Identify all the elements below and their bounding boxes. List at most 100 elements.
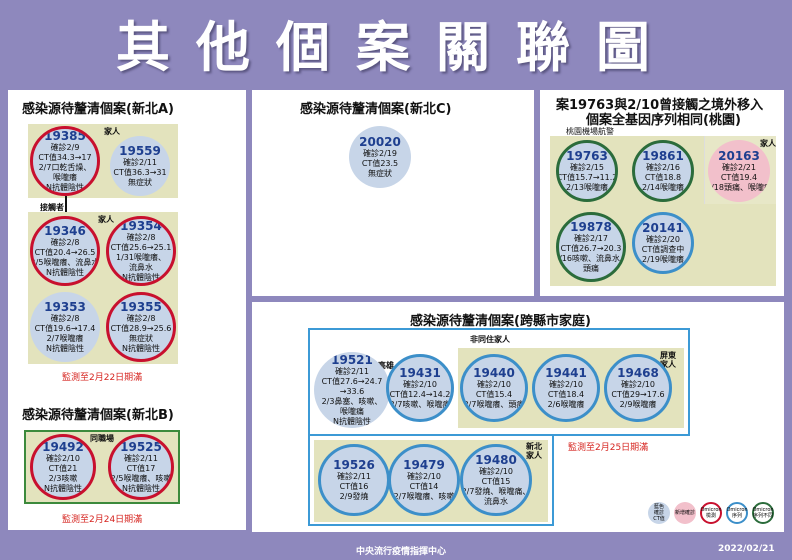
case-detail: 2/3咳嗽 bbox=[48, 474, 78, 483]
case-detail: 2/3鼻塞、咳嗽、 bbox=[321, 397, 383, 406]
case-detail: CT值調查中 bbox=[641, 245, 685, 254]
case-id: 19346 bbox=[44, 224, 86, 238]
case-detail: CT值17 bbox=[126, 464, 156, 473]
case-detail: N抗體陰性 bbox=[122, 344, 160, 353]
case-detail: 確診2/10 bbox=[403, 380, 437, 389]
case-detail: 確診2/11 bbox=[335, 367, 369, 376]
label-contact: 接觸者 bbox=[40, 203, 64, 212]
case-detail: CT值27.6→24.7 bbox=[321, 377, 383, 386]
case-detail: CT值20.4→26.5 bbox=[34, 248, 96, 257]
case-detail: 確診2/11 bbox=[123, 158, 157, 167]
case-id: 19354 bbox=[120, 219, 162, 233]
case-detail: 流鼻水 bbox=[484, 497, 508, 506]
label-family-2: 家人 bbox=[98, 215, 114, 224]
case-detail: 2/19喉嚨癢 bbox=[642, 255, 684, 264]
case-detail: CT值16 bbox=[339, 482, 369, 491]
case-detail: CT值19.4 bbox=[720, 173, 758, 182]
case-detail: 2/5喉嚨癢、咳嗽 bbox=[110, 474, 172, 483]
label-non-cohabiting: 非同住家人 bbox=[470, 335, 510, 344]
case-detail: 確診2/20 bbox=[646, 235, 680, 244]
legend-omicron-diff: Omicron 序列不同 bbox=[752, 502, 774, 524]
case-detail: 2/5喉嚨癢、流鼻水 bbox=[30, 258, 100, 267]
case-detail: 2/6喉嚨癢 bbox=[547, 400, 585, 409]
case-detail: 2/18頭痛、喉嚨癢 bbox=[708, 183, 770, 192]
case-id: 19431 bbox=[399, 366, 441, 380]
case-detail: N抗體陰性 bbox=[122, 273, 160, 282]
case-detail: 確診2/8 bbox=[126, 314, 156, 323]
case-id: 19861 bbox=[642, 149, 684, 163]
case-detail: 確診2/11 bbox=[124, 454, 158, 463]
case-detail: 確診2/11 bbox=[337, 472, 371, 481]
section-e-note: 監測至2月25日期滿 bbox=[568, 443, 649, 453]
case-id: 19440 bbox=[473, 366, 515, 380]
label-pingtung-family: 屏東 家人 bbox=[660, 351, 676, 369]
section-e-title: 感染源待釐清個案(跨縣市家庭) bbox=[410, 314, 591, 329]
case-detail: 2/13喉嚨癢 bbox=[566, 183, 608, 192]
case-detail: CT值26.7→20.3 bbox=[560, 244, 622, 253]
case-id: 19355 bbox=[120, 300, 162, 314]
case-detail: 確診2/15 bbox=[570, 163, 604, 172]
case-detail: 無症狀 bbox=[129, 334, 153, 343]
label-kaohsiung: 高雄 bbox=[378, 361, 394, 370]
case-id: 19441 bbox=[545, 366, 587, 380]
case-id: 19521 bbox=[331, 353, 373, 367]
case-detail: 確診2/8 bbox=[50, 238, 80, 247]
case-detail: 1/31喉嚨癢、 bbox=[116, 253, 166, 262]
case-detail: CT值29→17.6 bbox=[611, 390, 665, 399]
case-detail: CT值12.4→14.2 bbox=[389, 390, 451, 399]
legend-omicron: Omicron 檢測 bbox=[700, 502, 722, 524]
case-id: 19479 bbox=[403, 458, 445, 472]
case-id: 19525 bbox=[120, 440, 162, 454]
section-b-note: 監測至2月24日期滿 bbox=[62, 515, 143, 525]
case-detail: CT值25.6→25.1 bbox=[110, 243, 172, 252]
label-coworkers: 同職場 bbox=[90, 434, 114, 443]
case-detail: N抗體陰性 bbox=[46, 268, 84, 277]
case-detail: 確診2/8 bbox=[50, 314, 80, 323]
footer-date: 2022/02/21 bbox=[718, 544, 775, 554]
case-id: 19763 bbox=[566, 149, 608, 163]
case-detail: CT值23.5 bbox=[361, 159, 399, 168]
case-detail: 2/16咳嗽、流鼻水、 bbox=[556, 254, 626, 263]
case-detail: 確診2/10 bbox=[477, 380, 511, 389]
case-detail: CT值28.9→25.6 bbox=[110, 324, 172, 333]
case-detail: 確診2/8 bbox=[126, 233, 156, 242]
case-detail: 2/7喉嚨癢 bbox=[46, 334, 84, 343]
label-family-d: 家人 bbox=[760, 139, 776, 148]
case-detail: CT值18.8 bbox=[644, 173, 682, 182]
case-detail: 2/9喉嚨癢 bbox=[619, 400, 657, 409]
legend-new: 新增確診 bbox=[674, 502, 696, 524]
case-detail: 確診2/21 bbox=[722, 163, 756, 172]
case-detail: 確診2/10 bbox=[46, 454, 80, 463]
contact-connector-line bbox=[65, 196, 67, 218]
section-c-title: 感染源待釐清個案(新北C) bbox=[300, 102, 452, 117]
case-detail: →33.6 bbox=[339, 387, 365, 396]
case-detail: CT值15.7→11.2 bbox=[556, 173, 618, 182]
case-id: 19468 bbox=[617, 366, 659, 380]
case-detail: 確診2/9 bbox=[50, 143, 80, 152]
case-detail: 確診2/10 bbox=[407, 472, 441, 481]
case-detail: CT值19.6→17.4 bbox=[34, 324, 96, 333]
case-detail: 無症狀 bbox=[128, 178, 152, 187]
case-detail: 確診2/10 bbox=[621, 380, 655, 389]
